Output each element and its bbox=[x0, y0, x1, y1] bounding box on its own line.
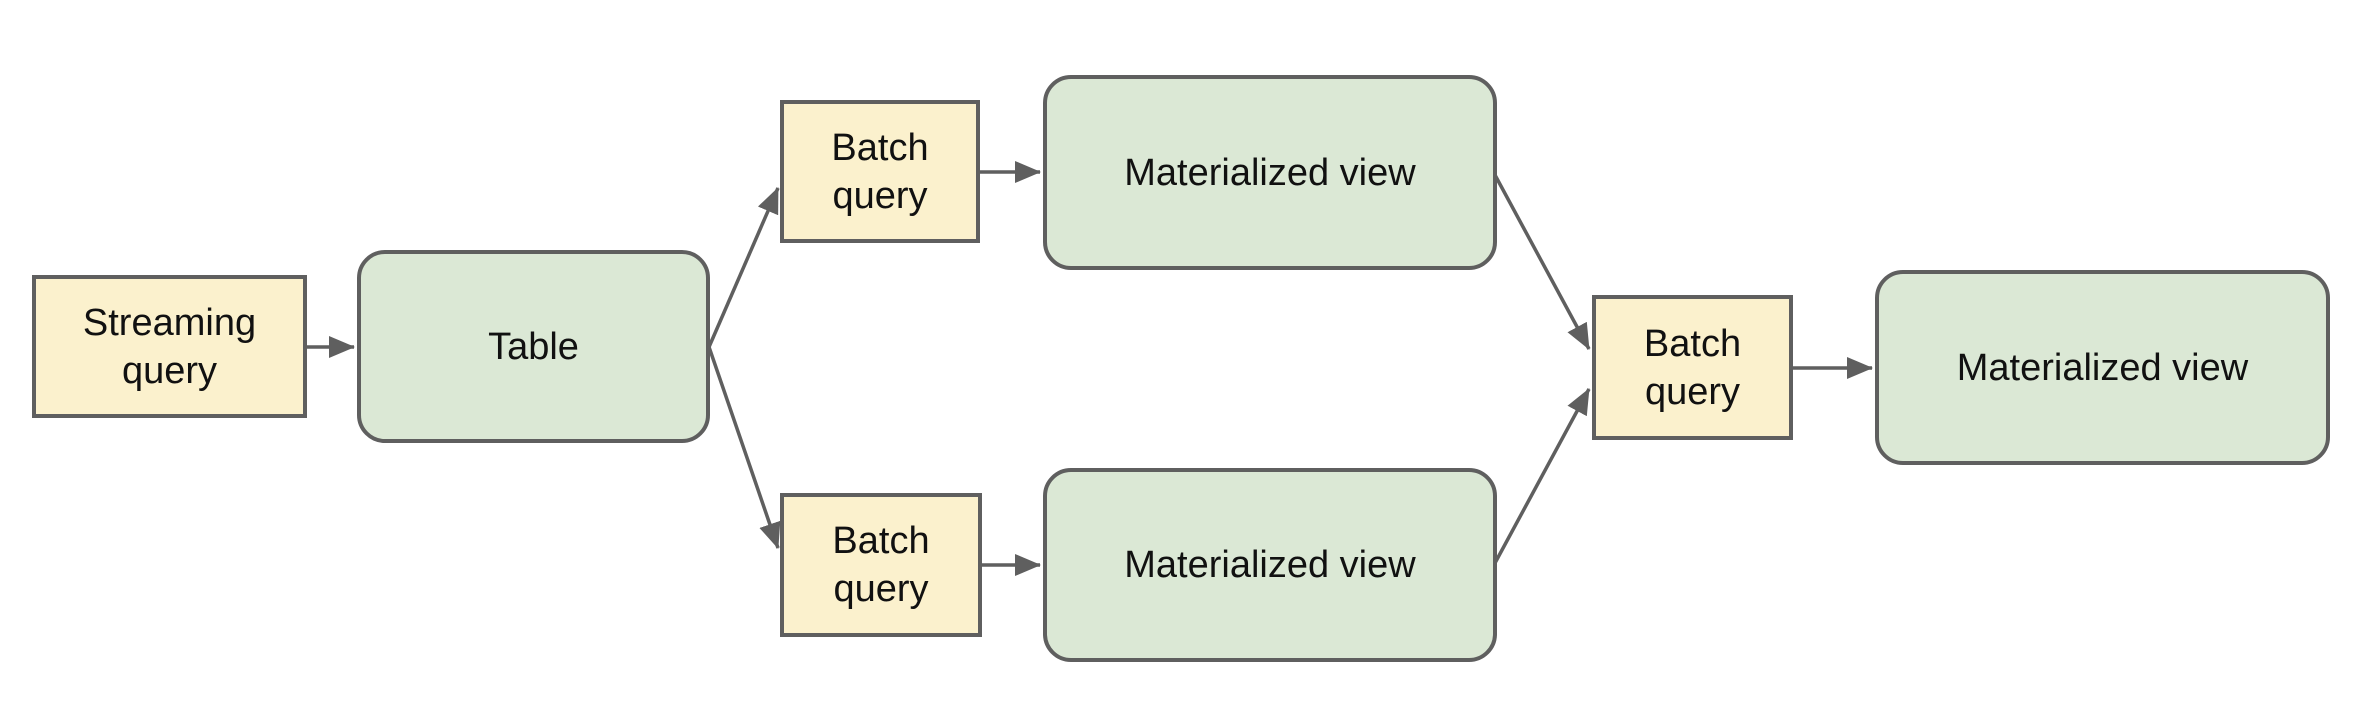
node-materialized-view-top: Materialized view bbox=[1043, 75, 1497, 270]
node-batch-query-bottom: Batch query bbox=[780, 493, 982, 637]
node-materialized-view-bottom: Materialized view bbox=[1043, 468, 1497, 662]
node-materialized-view-top-label: Materialized view bbox=[1124, 151, 1416, 194]
edge-materialized-view-top-to-batch-query-right bbox=[1493, 174, 1591, 350]
edge-table-to-batch-query-top bbox=[707, 187, 780, 348]
node-streaming-query: Streaming query bbox=[32, 275, 307, 418]
node-batch-query-bottom-label: Batch query bbox=[832, 520, 930, 610]
node-streaming-query-label: Streaming query bbox=[82, 301, 257, 392]
node-table: Table bbox=[357, 250, 710, 443]
node-batch-query-top-label: Batch query bbox=[831, 126, 929, 217]
edge-table-to-batch-query-bottom bbox=[707, 346, 781, 549]
node-batch-query-top: Batch query bbox=[780, 100, 980, 243]
node-materialized-view-bottom-label: Materialized view bbox=[1124, 544, 1416, 586]
edge-materialized-view-bottom-to-batch-query-right bbox=[1493, 388, 1591, 564]
node-materialized-view-right: Materialized view bbox=[1875, 270, 2330, 465]
node-table-label: Table bbox=[488, 325, 579, 368]
node-batch-query-right-label: Batch query bbox=[1643, 322, 1742, 413]
node-materialized-view-right-label: Materialized view bbox=[1956, 346, 2249, 389]
node-batch-query-right: Batch query bbox=[1592, 295, 1793, 440]
